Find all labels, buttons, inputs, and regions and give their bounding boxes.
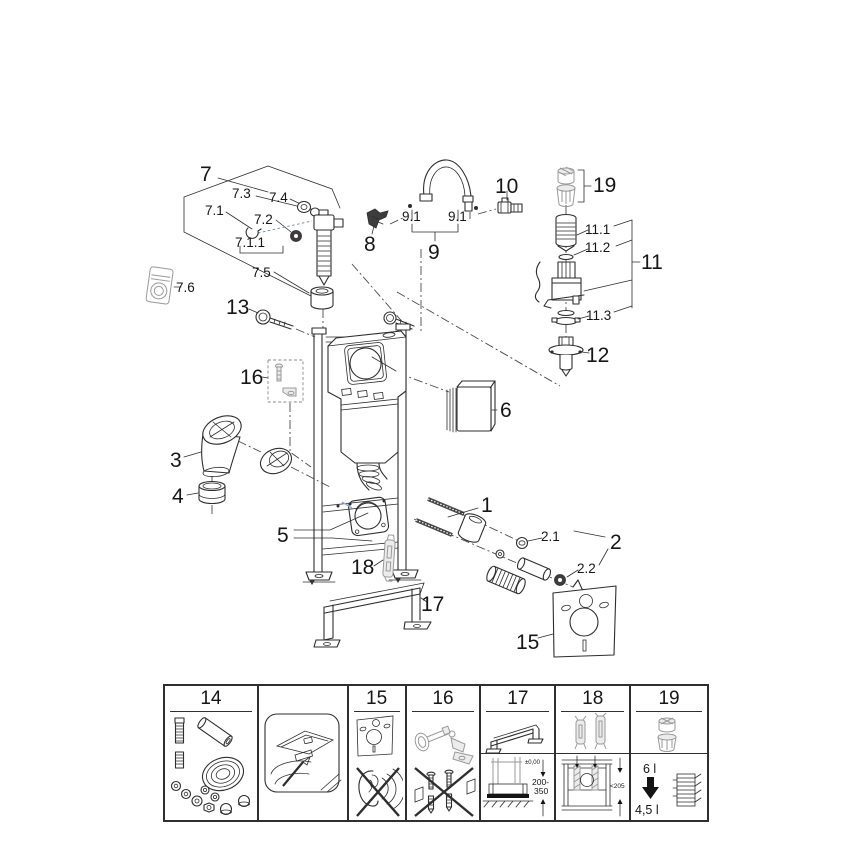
part-5-leaders xyxy=(293,512,373,542)
frame-assembly xyxy=(302,323,422,585)
part-8-clip xyxy=(366,208,389,235)
part-17-floor-bracket xyxy=(313,582,432,648)
label-16: 16 xyxy=(240,366,263,389)
volume-full-label: 6 l xyxy=(643,762,656,776)
fittings-set-icon xyxy=(170,717,251,816)
legend-cell-marking xyxy=(259,686,349,820)
label-8: 8 xyxy=(364,233,376,256)
label-7-4: 7.4 xyxy=(269,190,288,205)
part-12-valve-seat xyxy=(548,336,590,377)
depth-label: <205 xyxy=(610,783,625,790)
label-19: 19 xyxy=(593,174,616,197)
label-7-1-1: 7.1.1 xyxy=(235,235,265,250)
legend-number-14: 14 xyxy=(170,687,252,712)
legend-number-15: 15 xyxy=(353,687,400,712)
range-label-1: 200- xyxy=(532,777,549,787)
part-19-adapters xyxy=(556,166,592,207)
label-10: 10 xyxy=(495,175,518,198)
legend-cell-17: 17 ±0,00 200- 350 xyxy=(481,686,557,820)
legend-cell-18: 18 <205 xyxy=(556,686,632,820)
part-1-threaded-rods xyxy=(415,497,479,537)
down-arrow-icon xyxy=(642,777,660,799)
no-screws-icon xyxy=(413,725,475,817)
flush-volume-icon: 6 l 4,5 l xyxy=(635,762,702,817)
part-9-supply-hose xyxy=(408,159,478,242)
extension-brackets-icon xyxy=(574,712,607,750)
label-9: 9 xyxy=(428,241,440,264)
label-2: 2 xyxy=(610,531,622,554)
part-15-sound-insulation xyxy=(537,585,617,658)
label-7: 7 xyxy=(200,163,212,186)
label-12: 12 xyxy=(586,344,609,367)
label-11-2: 11.2 xyxy=(585,240,610,255)
label-7-1: 7.1 xyxy=(205,203,224,218)
part-4-sleeve xyxy=(186,480,226,505)
toilet-marking-icon xyxy=(264,713,342,793)
label-7-2: 7.2 xyxy=(254,212,273,227)
volume-reduced-label: 4,5 l xyxy=(635,803,659,817)
part-7-filling-valve-group xyxy=(183,165,344,310)
part-13-hook-bolts xyxy=(248,308,415,330)
label-7-5: 7.5 xyxy=(252,265,271,280)
label-9-1a: 9.1 xyxy=(402,209,421,224)
part-16-bracket-set xyxy=(261,359,304,403)
legend-number-17: 17 xyxy=(486,687,550,712)
adapter-parts-icon xyxy=(657,717,677,752)
legend-number-16: 16 xyxy=(411,687,475,712)
part-2-fixing-set xyxy=(457,513,609,595)
label-6: 6 xyxy=(500,399,512,422)
exploded-diagram: 7 7.3 7.4 7.1 7.2 7.1.1 7.5 7.6 8 9.1 9.… xyxy=(145,159,663,658)
part-6-protection-box xyxy=(446,380,498,433)
part-3-flush-bend xyxy=(183,415,293,478)
label-11-3: 11.3 xyxy=(586,308,611,323)
label-9-1b: 9.1 xyxy=(448,209,467,224)
part-18-bracket xyxy=(382,534,396,582)
label-2-1: 2.1 xyxy=(541,529,560,544)
label-3: 3 xyxy=(170,449,182,472)
mounting-height-diagram: ±0,00 200- 350 xyxy=(483,757,550,817)
part-11-flush-valve xyxy=(534,213,641,326)
legend-cell-15: 15 xyxy=(349,686,407,820)
highlight-mark xyxy=(341,501,353,509)
label-4: 4 xyxy=(172,485,184,508)
label-15: 15 xyxy=(516,631,539,654)
legend-cell-19: 19 6 l 4,5 l xyxy=(631,686,707,820)
part-labels: 7 7.3 7.4 7.1 7.2 7.1.1 7.5 7.6 8 9.1 9.… xyxy=(170,163,663,654)
label-2-2: 2.2 xyxy=(577,561,596,576)
label-1: 1 xyxy=(481,494,493,517)
label-13: 13 xyxy=(226,296,249,319)
range-label-2: 350 xyxy=(534,786,548,796)
no-noise-icon xyxy=(355,715,403,817)
label-7-6: 7.6 xyxy=(176,280,195,295)
label-7-3: 7.3 xyxy=(232,186,251,201)
legend-number-18: 18 xyxy=(561,687,625,712)
legend-cell-14: 14 xyxy=(165,686,259,820)
accessories-legend: 14 xyxy=(163,684,709,822)
frame-depth-diagram: <205 xyxy=(561,755,625,817)
level-label: ±0,00 xyxy=(525,760,541,766)
label-11: 11 xyxy=(641,251,663,274)
legend-cell-16: 16 xyxy=(407,686,482,820)
legend-number-19: 19 xyxy=(636,687,702,712)
assembly-axis-lines xyxy=(211,205,592,594)
label-18: 18 xyxy=(351,556,374,579)
label-17: 17 xyxy=(421,593,444,616)
floor-bracket-icon xyxy=(485,724,544,753)
part-10-angle-fitting xyxy=(497,190,523,214)
label-11-1: 11.1 xyxy=(585,222,610,237)
part-7-6-seal-pack xyxy=(145,266,174,305)
label-5: 5 xyxy=(277,524,289,547)
